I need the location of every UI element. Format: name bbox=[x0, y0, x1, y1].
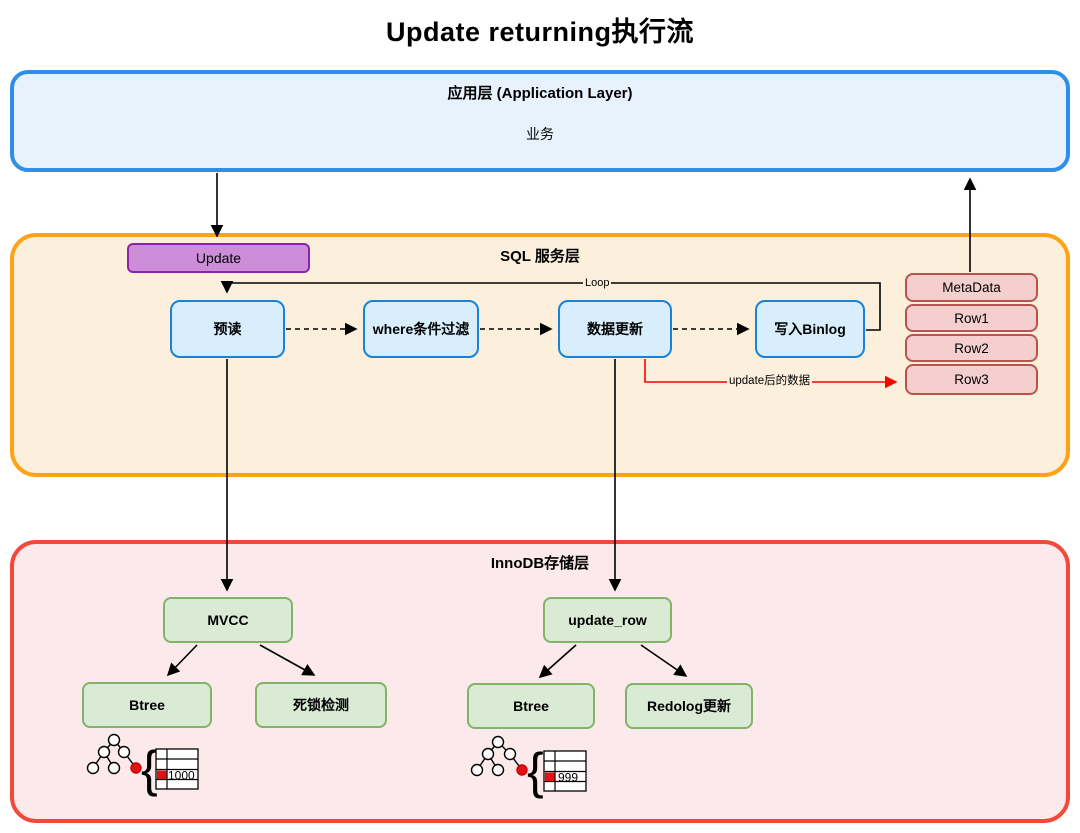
sql-layer-title: SQL 服务层 bbox=[500, 248, 580, 265]
node-data-update[interactable]: 数据更新 bbox=[558, 300, 672, 358]
result-row-2[interactable]: Row2 bbox=[905, 334, 1038, 362]
application-layer-container: 应用层 (Application Layer) 业务 bbox=[10, 70, 1070, 172]
loop-edge-label: Loop bbox=[583, 277, 612, 290]
application-layer-title: 应用层 (Application Layer) bbox=[447, 85, 633, 102]
result-row-metadata[interactable]: MetaData bbox=[905, 273, 1038, 302]
node-update[interactable]: Update bbox=[127, 243, 310, 273]
updated-data-edge-label: update后的数据 bbox=[727, 375, 813, 388]
node-deadlock-detect[interactable]: 死锁检测 bbox=[255, 682, 387, 728]
result-row-1[interactable]: Row1 bbox=[905, 304, 1038, 332]
node-btree-left[interactable]: Btree bbox=[82, 682, 212, 728]
result-row-3[interactable]: Row3 bbox=[905, 364, 1038, 395]
page-title: Update returning执行流 bbox=[385, 17, 694, 47]
application-layer-business-label: 业务 bbox=[526, 126, 554, 142]
node-write-binlog[interactable]: 写入Binlog bbox=[755, 300, 865, 358]
node-preread[interactable]: 预读 bbox=[170, 300, 285, 358]
node-where-filter[interactable]: where条件过滤 bbox=[363, 300, 479, 358]
node-btree-right[interactable]: Btree bbox=[467, 683, 595, 729]
node-mvcc[interactable]: MVCC bbox=[163, 597, 293, 643]
node-redolog-update[interactable]: Redolog更新 bbox=[625, 683, 753, 729]
innodb-layer-title: InnoDB存储层 bbox=[490, 555, 590, 572]
node-update-row[interactable]: update_row bbox=[543, 597, 672, 643]
